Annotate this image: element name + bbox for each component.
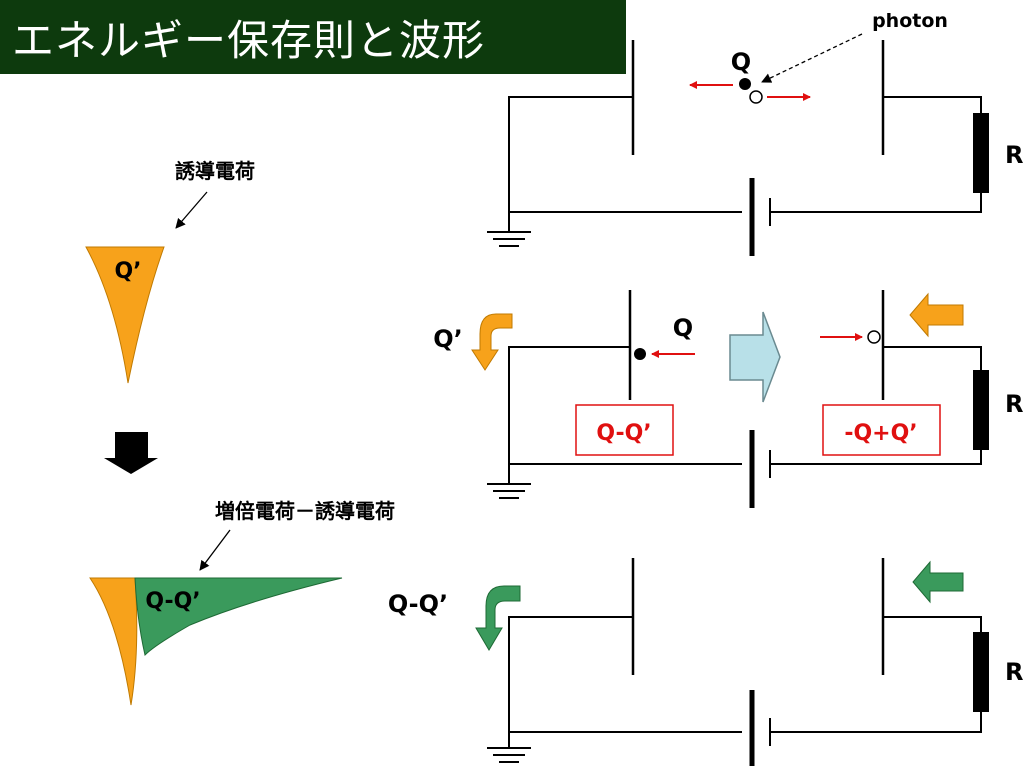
right-wire-bottom — [770, 450, 982, 465]
right-wire-top — [883, 346, 982, 370]
ground-icon — [487, 747, 531, 763]
transition-arrow-icon — [729, 311, 781, 403]
right-wire-top — [883, 616, 982, 632]
circuit-3: Q-Q’ R — [388, 558, 1023, 766]
charge-q-label: Q — [731, 48, 751, 76]
electron-dot — [634, 348, 646, 360]
hole-dot — [749, 90, 763, 104]
right-wire-bottom — [770, 193, 982, 213]
left-charge-box — [575, 404, 674, 456]
difference-charge-label: 増倍電荷－誘導電荷 — [215, 499, 395, 523]
right-wire-bottom — [770, 712, 982, 733]
incoming-flow-arrow-icon — [912, 560, 964, 604]
left-charge-box-label: Q-Q’ — [596, 421, 651, 446]
circuit-2: Q’ Q Q-Q’ -Q+Q’ R — [433, 290, 1023, 508]
resistor — [973, 632, 989, 712]
right-wire-top — [883, 96, 982, 113]
resistor — [973, 370, 989, 450]
flow-label: Q’ — [433, 325, 463, 353]
curved-flow-arrow-icon — [475, 585, 521, 651]
ground-icon — [487, 231, 531, 247]
ground-icon — [487, 483, 531, 499]
induced-charge-waveform — [85, 246, 165, 384]
slide-title: エネルギー保存則と波形 — [12, 15, 486, 65]
circuit-1: photon Q R — [487, 10, 1023, 256]
electron-dot — [739, 78, 751, 90]
right-charge-box-label: -Q+Q’ — [844, 421, 917, 446]
down-arrow-icon — [104, 432, 158, 474]
induced-charge-label: 誘導電荷 — [175, 159, 255, 183]
net-waveform-label: Q-Q’ — [145, 589, 200, 614]
flow-label: Q-Q’ — [388, 590, 448, 618]
left-wire — [508, 96, 742, 213]
resistor-label: R — [1005, 390, 1023, 418]
induced-pointer-arrow — [175, 191, 208, 229]
resistor — [973, 113, 989, 193]
induced-component-waveform — [89, 577, 138, 706]
net-charge-waveform — [134, 577, 343, 656]
charge-q-label: Q — [673, 314, 693, 342]
title-bar: エネルギー保存則と波形 — [0, 0, 626, 74]
induced-waveform-label: Q’ — [114, 259, 141, 284]
resistor-label: R — [1005, 658, 1023, 686]
difference-pointer-arrow — [199, 529, 231, 571]
left-wire — [508, 346, 742, 465]
resistor-label: R — [1005, 141, 1023, 169]
photon-label: photon — [872, 10, 948, 32]
incoming-flow-arrow-icon — [909, 292, 964, 338]
curved-flow-arrow-icon — [471, 313, 513, 371]
left-wire — [508, 616, 742, 733]
photon-arrow — [761, 33, 863, 83]
right-charge-box — [822, 404, 941, 456]
hole-dot — [867, 330, 881, 344]
